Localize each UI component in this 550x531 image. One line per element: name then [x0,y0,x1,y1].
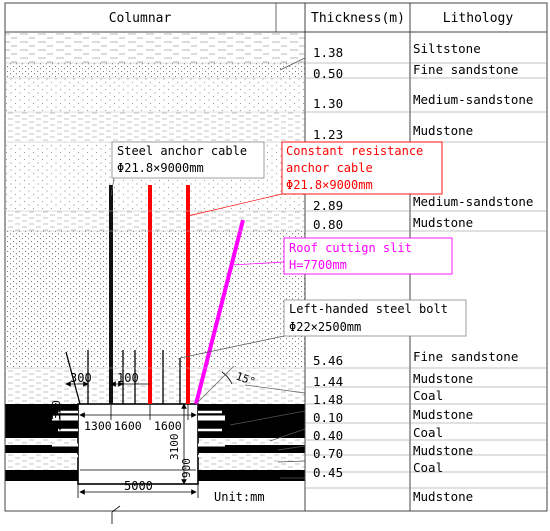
callout-constant-cable: Constant resistance anchor cable Φ21.8×9… [187,141,443,217]
dim-15-deg: 15° [234,370,257,389]
lithology-cell: Medium-sandstone [413,194,533,209]
lithology-cell: Medium-sandstone [413,92,533,107]
thickness-cell: 1.38 [313,45,343,60]
dim-300-side: 300 [50,400,63,420]
lithology-cell: Fine sandstone [413,349,518,364]
lithology-cell: Fine sandstone [413,62,518,77]
thickness-cell: 0.70 [313,446,343,461]
lithology-cell: Siltstone [413,41,481,56]
dim-5000: 5000 [124,479,153,493]
lithology-cell: Mudstone [413,489,473,504]
callout-roof-slit: Roof cuttign slit H=7700mm [231,237,453,275]
roof-bolt [65,351,81,405]
layer-fine-sandstone-2 [5,231,305,368]
unit-label: Unit:mm [214,490,265,504]
lithology-cell: Mudstone [413,443,473,458]
thickness-cell: 2.89 [313,198,343,213]
roof-bolts [65,350,181,405]
thickness-cell: 0.50 [313,66,343,81]
lithology-cell: Coal [413,425,443,440]
layer-fine-sandstone-1 [5,63,305,78]
const-cable-label-1: Constant resistance [286,144,423,158]
slit-label-2: H=7700mm [289,258,347,272]
header-lithology: Lithology [443,11,514,26]
lithology-cell: Mudstone [413,407,473,422]
dimension-lines [57,365,235,524]
layer-mudstone-3 [5,368,305,404]
dim-900: 900 [180,458,193,478]
steel-cable-label-2: Φ21.8×9000mm [117,161,204,175]
dimension-labels: 300 100 15° 300 1300 1600 1600 3100 900 … [50,370,265,504]
thickness-cell: 1.44 [313,374,343,389]
thickness-cell: 0.10 [313,410,343,425]
roof-cutting-slit-line [194,219,245,405]
thickness-cell: 1.30 [313,96,343,111]
dim-100: 100 [117,371,139,385]
header-columnar: Columnar [109,11,172,26]
lithology-cell: Coal [413,388,443,403]
thickness-cell: 5.46 [313,353,343,368]
steel-cable-label-1: Steel anchor cable [117,144,247,158]
dim-300-top: 300 [70,371,92,385]
const-cable-label-3: Φ21.8×9000mm [286,178,373,192]
dim-1600b: 1600 [154,419,182,433]
thickness-cell: 0.40 [313,428,343,443]
layer-mudstone-2 [5,211,305,231]
dim-3100: 3100 [168,434,181,461]
callout-steel-cable: Steel anchor cable Φ21.8×9000mm [110,141,265,197]
lithology-cell: Mudstone [413,371,473,386]
dim-1600a: 1600 [114,419,142,433]
leader-lines [229,57,306,479]
thickness-cell: 1.48 [313,392,343,407]
dim-1300: 1300 [84,419,112,433]
thickness-cell: 1.23 [313,127,343,142]
lithology-cell: Mudstone [413,215,473,230]
slit-label-1: Roof cuttign slit [289,241,412,255]
header-thickness: Thickness(m) [311,11,405,26]
layer-mudstone-1 [5,112,305,142]
lithology-cell: Mudstone [413,123,473,138]
strata-table: 1.38 Siltstone 0.50 Fine sandstone 1.30 … [313,41,533,504]
layer-siltstone [5,32,305,63]
thickness-cell: 0.45 [313,465,343,480]
lithology-cell: Coal [413,460,443,475]
callout-steel-bolt: Left-handed steel bolt Φ22×2500mm [179,299,467,359]
layer-mudstone-6 [5,481,305,511]
layer-medium-sandstone-1 [5,78,305,112]
thickness-cell: 0.80 [313,217,343,232]
bolt-label-2: Φ22×2500mm [289,320,361,334]
bolt-label-1: Left-handed steel bolt [289,302,448,316]
const-cable-label-2: anchor cable [286,161,373,175]
